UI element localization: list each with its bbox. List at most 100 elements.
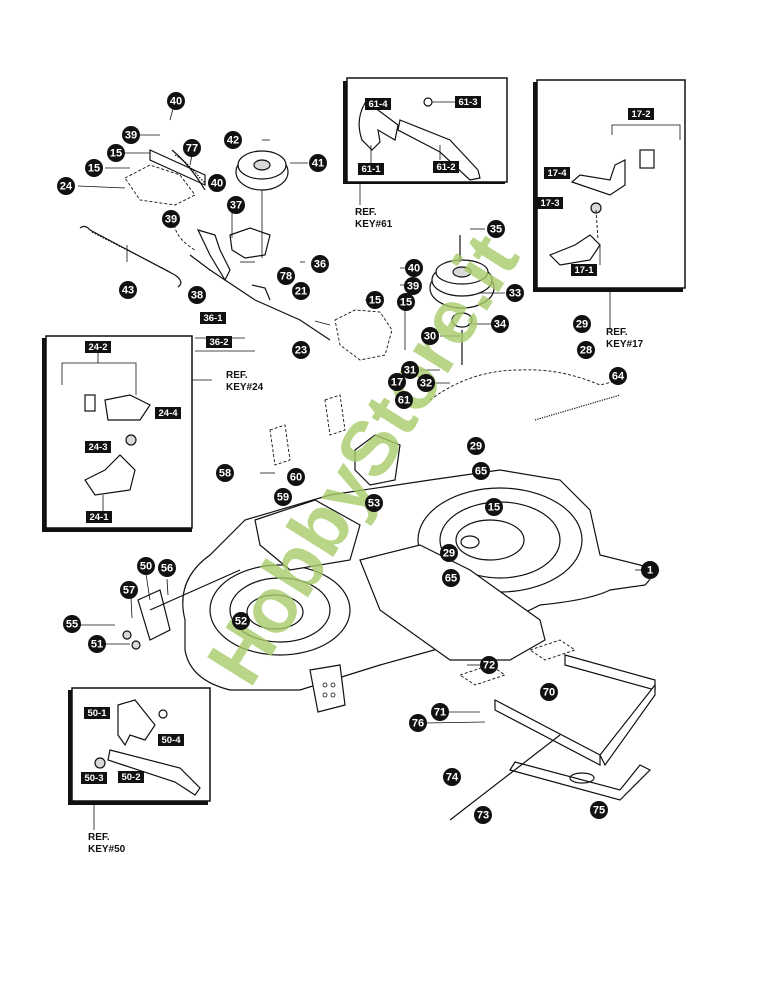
callout-74: 74 — [443, 768, 461, 786]
callout-circle — [609, 367, 627, 385]
callout-label: 71 — [434, 707, 446, 719]
callout-label: 56 — [161, 563, 173, 575]
part-61-1-plate — [358, 102, 399, 151]
callout-label: 21 — [295, 286, 307, 298]
tag-background — [358, 163, 384, 175]
callout-60: 60 — [287, 468, 305, 486]
part-tag-17-2: 17-2 — [628, 108, 654, 120]
callout-label: 55 — [66, 619, 78, 631]
callout-circle — [137, 557, 155, 575]
part-tag-50-1: 50-1 — [84, 707, 110, 719]
callout-label: 51 — [91, 639, 103, 651]
height-adjust-brackets — [269, 394, 401, 486]
callout-label: 34 — [494, 319, 507, 331]
part-tag-36-2: 36-2 — [206, 336, 232, 348]
callout-label: 52 — [235, 616, 247, 628]
part-tag-50-4: 50-4 — [158, 734, 184, 746]
callout-24: 24 — [57, 177, 75, 195]
callout-circle — [409, 714, 427, 732]
tag-background — [571, 264, 597, 276]
callout-circle — [485, 498, 503, 516]
tag-background — [433, 161, 459, 173]
callout-53: 53 — [365, 494, 383, 512]
callout-59: 59 — [274, 488, 292, 506]
callout-77: 77 — [183, 139, 201, 157]
callout-label: 72 — [483, 660, 495, 672]
callout-label: 28 — [580, 345, 592, 357]
callout-76: 76 — [409, 714, 427, 732]
part-tag-24-4: 24-4 — [155, 407, 181, 419]
inset-key-17 — [533, 79, 686, 330]
callout-label: 42 — [227, 135, 239, 147]
callout-label: 1 — [647, 565, 653, 577]
callout-15: 15 — [107, 144, 125, 162]
callout-circle — [309, 154, 327, 172]
callout-35: 35 — [487, 220, 505, 238]
callout-circle — [401, 361, 419, 379]
callout-23: 23 — [292, 341, 310, 359]
callout-circle — [577, 341, 595, 359]
callout-34: 34 — [491, 315, 509, 333]
callout-39: 39 — [404, 277, 422, 295]
callout-label: 73 — [477, 810, 489, 822]
callout-label: 39 — [407, 281, 419, 293]
tag-background — [118, 771, 144, 783]
callout-40: 40 — [405, 259, 423, 277]
callout-circle — [162, 210, 180, 228]
callout-label: 39 — [125, 130, 137, 142]
callout-43: 43 — [119, 281, 137, 299]
callout-label: 65 — [445, 573, 457, 585]
part-tag-61-2: 61-2 — [433, 161, 459, 173]
tag-label: 50-1 — [87, 708, 107, 719]
callout-56: 56 — [158, 559, 176, 577]
callout-label: 15 — [400, 297, 412, 309]
part-tag-17-4: 17-4 — [544, 167, 570, 179]
callout-21: 21 — [292, 282, 310, 300]
callout-61: 61 — [395, 391, 413, 409]
callout-circle — [120, 581, 138, 599]
callout-label: 38 — [191, 290, 203, 302]
callout-label: 77 — [186, 143, 198, 155]
callout-circle — [480, 656, 498, 674]
callout-circle — [506, 284, 524, 302]
part-61-2-arm — [397, 119, 481, 181]
pulley-41 — [235, 150, 289, 191]
callout-label: 30 — [424, 331, 436, 343]
callout-15: 15 — [397, 293, 415, 311]
callout-31: 31 — [401, 361, 419, 379]
callout-label: 37 — [230, 200, 242, 212]
tag-background — [200, 312, 226, 324]
callout-label: 31 — [404, 365, 416, 377]
ref-ref17-line2: KEY#17 — [606, 339, 644, 350]
callout-28: 28 — [577, 341, 595, 359]
callout-circle — [472, 462, 490, 480]
callout-circle — [158, 559, 176, 577]
callout-29: 29 — [467, 437, 485, 455]
callout-label: 17 — [391, 377, 403, 389]
part-tag-24-1: 24-1 — [86, 511, 112, 523]
callout-label: 57 — [123, 585, 135, 597]
callout-75: 75 — [590, 801, 608, 819]
tag-background — [628, 108, 654, 120]
callout-37: 37 — [227, 196, 245, 214]
callout-label: 78 — [280, 271, 292, 283]
tag-label: 61-4 — [368, 99, 388, 110]
callout-label: 74 — [446, 772, 459, 784]
callout-circle — [491, 315, 509, 333]
callout-circle — [107, 144, 125, 162]
callout-51: 51 — [88, 635, 106, 653]
callout-label: 15 — [88, 163, 100, 175]
callout-32: 32 — [417, 374, 435, 392]
callout-70: 70 — [540, 683, 558, 701]
callout-label: 64 — [612, 371, 625, 383]
callout-17: 17 — [388, 373, 406, 391]
callout-circle — [467, 437, 485, 455]
callout-label: 70 — [543, 687, 555, 699]
callout-52: 52 — [232, 612, 250, 630]
callout-circle — [183, 139, 201, 157]
tag-background — [84, 707, 110, 719]
arm-50-assembly — [122, 569, 241, 650]
callout-65: 65 — [472, 462, 490, 480]
part-tag-61-1: 61-1 — [358, 163, 384, 175]
callout-circle — [487, 220, 505, 238]
